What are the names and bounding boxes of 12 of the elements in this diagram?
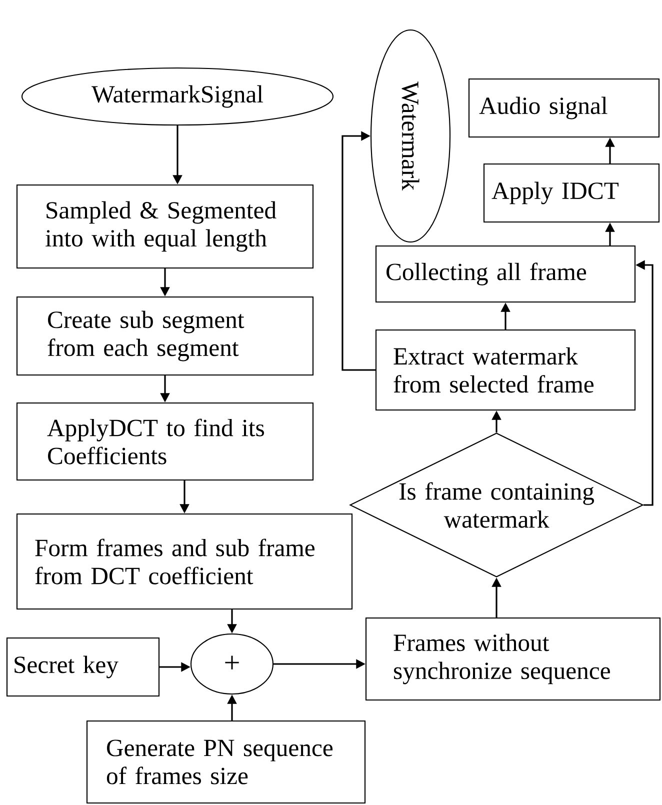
process-box: Create sub segment from each segment <box>16 296 314 376</box>
process-box: Apply IDCT <box>483 163 660 223</box>
process-box: ApplyDCT to find its Coefficients <box>16 402 314 481</box>
process-box: Generate PN sequence of frames size <box>86 720 366 804</box>
process-box: Sampled & Segmented into with equal length <box>16 184 314 269</box>
process-box: Form frames and sub frame from DCT coefficient <box>16 513 353 610</box>
process-box: Frames without synchronize sequence <box>365 617 661 701</box>
arrow <box>342 131 376 371</box>
process-box: Collecting all frame <box>375 245 636 303</box>
process-box: Extract watermark from selected frame <box>375 329 636 411</box>
process-box: Audio signal <box>468 78 660 138</box>
process-box: Secret key <box>6 637 160 697</box>
